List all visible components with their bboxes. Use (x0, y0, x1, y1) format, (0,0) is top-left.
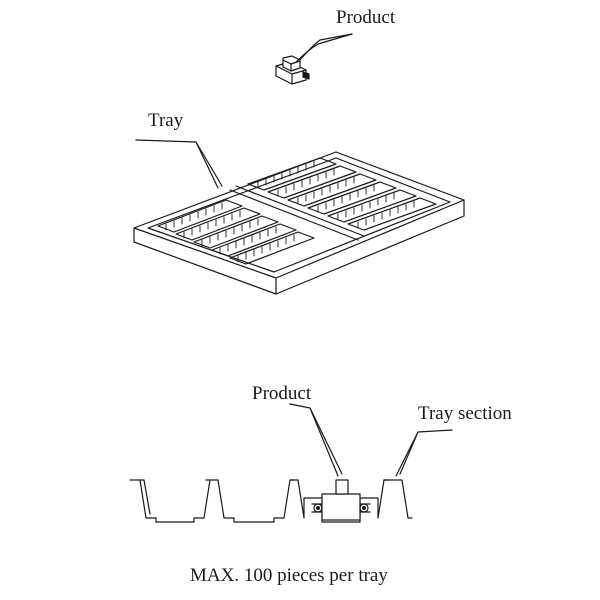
tray-ribs (165, 160, 415, 263)
leader-product-top (299, 33, 353, 61)
tray-pockets-left (157, 199, 315, 265)
tray-body (133, 151, 465, 295)
label-product-top: Product (336, 7, 396, 28)
tray-section-profile (129, 479, 413, 523)
leader-product-bottom (289, 403, 343, 475)
caption-max-pieces: MAX. 100 pieces per tray (190, 565, 388, 586)
label-tray-section: Tray section (418, 403, 512, 424)
product-part-section (311, 479, 371, 521)
leader-tray (135, 139, 223, 187)
tray-pockets-right (247, 157, 437, 231)
label-tray: Tray (148, 110, 184, 131)
product-part-top (275, 55, 310, 85)
label-product-bottom: Product (252, 383, 312, 404)
